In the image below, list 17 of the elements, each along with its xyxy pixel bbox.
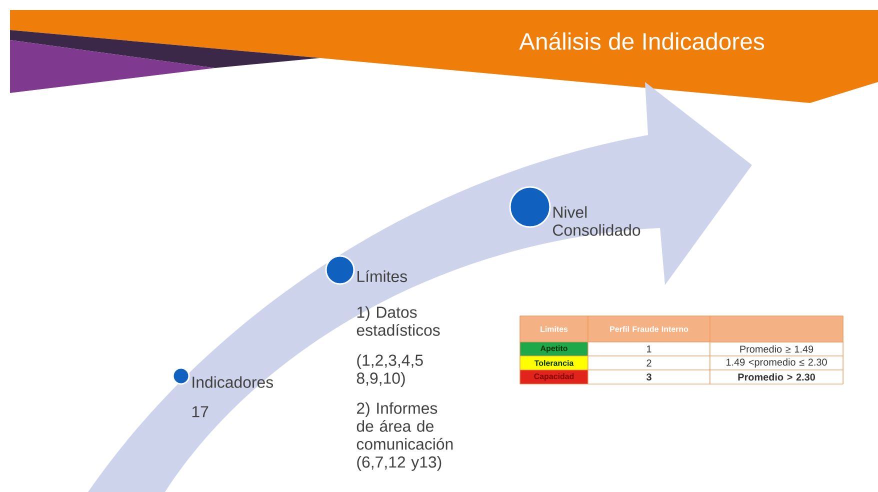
node-caption: 17 xyxy=(192,406,208,418)
title: Análisis de Indicadores xyxy=(519,32,764,50)
dot-marker xyxy=(172,367,190,385)
table-cell: Promedio ≥ 1.49 xyxy=(710,342,844,356)
node-caption: 2) Informes de área de comunicación (6,7,12 y13) xyxy=(356,402,453,471)
table-cell: Promedio > 2.30 xyxy=(710,370,844,384)
table-cell: 2 xyxy=(588,356,710,370)
node-caption: Límites xyxy=(358,270,407,282)
dot-marker xyxy=(509,186,551,228)
node-caption: (1,2,3,4,5 8,9,10) xyxy=(356,354,423,387)
table-cell: 1 xyxy=(588,342,710,356)
table-cell: 1.49 <promedio ≤ 2.30 xyxy=(710,356,844,370)
node-caption: Nivel Consolidado xyxy=(553,206,640,236)
table-cell: 3 xyxy=(588,370,710,384)
node-caption: 1) Datos estadísticos xyxy=(356,306,440,336)
dot-marker xyxy=(325,255,355,285)
node-caption: Indicadores xyxy=(192,376,274,388)
